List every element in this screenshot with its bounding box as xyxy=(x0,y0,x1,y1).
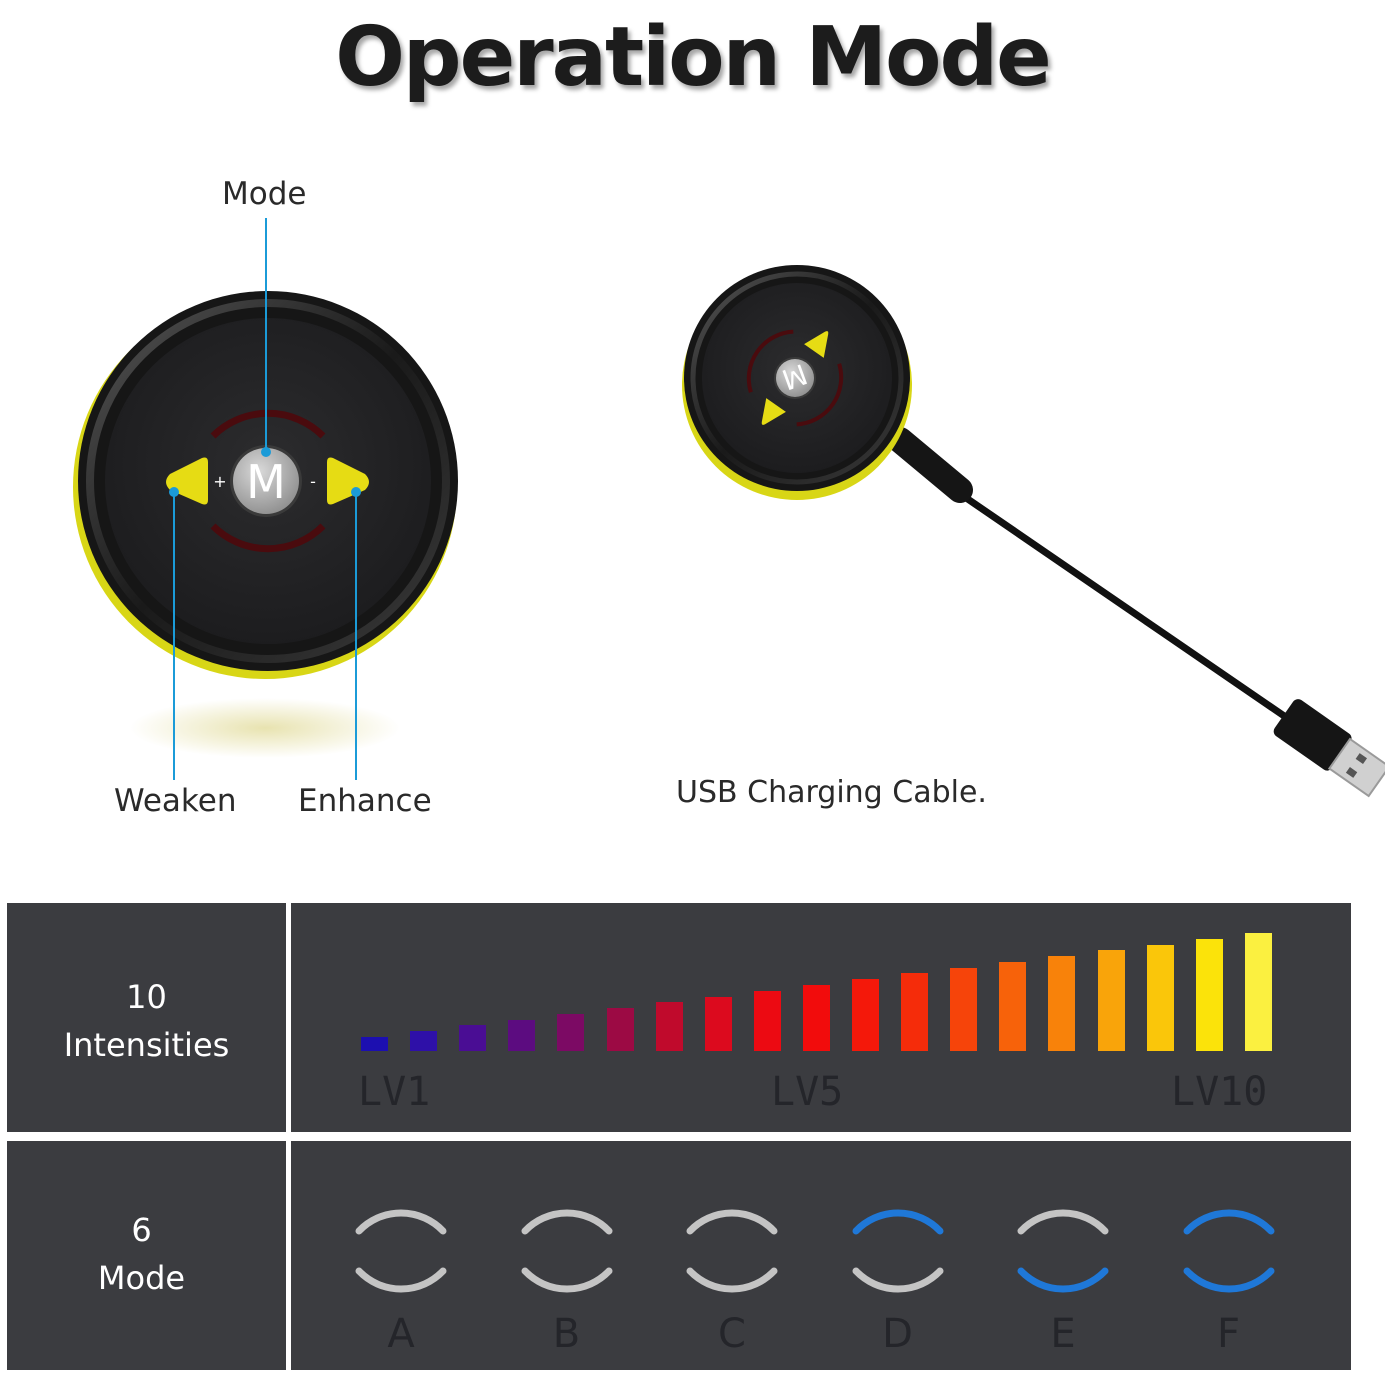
usb-plug xyxy=(1273,699,1385,798)
enhance-pointer-dot xyxy=(351,487,361,497)
mode-arc-bottom xyxy=(521,1267,612,1293)
intensity-bar xyxy=(361,1037,388,1051)
intensity-bar xyxy=(704,996,732,1051)
mode-arc-bottom xyxy=(210,523,326,553)
intensity-bar xyxy=(1048,956,1076,1051)
weaken-pointer-dot xyxy=(169,487,179,497)
weaken-label: Weaken xyxy=(114,783,237,819)
intensity-bar xyxy=(557,1013,585,1051)
mode-letter: E xyxy=(1050,1311,1076,1357)
intensity-bar xyxy=(753,990,781,1051)
mode-arc-top xyxy=(852,1209,943,1235)
modes-title: Mode xyxy=(97,1259,186,1297)
usb-cable xyxy=(936,476,1294,724)
mode-arc-bottom xyxy=(686,1267,778,1293)
minus-sign: - xyxy=(310,472,316,491)
mode-button-letter: M xyxy=(246,455,286,509)
mode-label: Mode xyxy=(222,176,307,212)
intensity-bar xyxy=(508,1019,536,1051)
intensity-bar xyxy=(1146,944,1174,1051)
modes-label-cell: 6 Mode xyxy=(7,1141,286,1370)
lv-label-5: LV5 xyxy=(771,1069,844,1115)
intensities-display-cell: LV1 LV5 LV10 xyxy=(291,903,1351,1132)
intensity-bar xyxy=(901,973,929,1051)
mode-arc-top xyxy=(686,1209,778,1235)
device-front-view: M + - xyxy=(73,218,458,780)
mode-letter: A xyxy=(387,1311,415,1357)
enhance-label: Enhance xyxy=(298,783,432,819)
intensity-bar xyxy=(999,961,1027,1051)
intensities-count: 10 xyxy=(126,978,167,1016)
intensity-bar xyxy=(950,967,978,1051)
intensity-bar xyxy=(655,1002,683,1051)
usb-cable-label: USB Charging Cable. xyxy=(676,775,987,810)
intensities-label-cell: 10 Intensities xyxy=(7,903,286,1132)
mode-letter: F xyxy=(1216,1311,1240,1357)
mode-arc-bottom xyxy=(1183,1267,1274,1293)
modes-count: 6 xyxy=(131,1211,152,1249)
mode-letter: B xyxy=(552,1311,581,1357)
mode-arc-top xyxy=(1017,1209,1109,1235)
mode-arc-top xyxy=(521,1209,612,1235)
mode-arc-top xyxy=(355,1209,447,1235)
mode-indicator-e xyxy=(1017,1209,1109,1293)
mode-indicator-c xyxy=(686,1209,778,1293)
mode-indicator-f xyxy=(1183,1209,1274,1293)
mode-pointer-dot xyxy=(261,447,271,457)
intensity-bar xyxy=(802,985,830,1051)
intensity-bar xyxy=(1097,950,1125,1051)
cable-strain-relief xyxy=(887,427,973,503)
modes-display-cell: A B C D E F xyxy=(291,1141,1351,1370)
mode-arc-bottom xyxy=(355,1267,447,1293)
lv-label-10: LV10 xyxy=(1171,1069,1268,1115)
intensity-bar xyxy=(1244,933,1272,1051)
device-shadow xyxy=(130,698,400,758)
mode-button-small xyxy=(776,359,814,397)
page-title: Operation Mode xyxy=(335,10,1052,105)
device-with-cable: M xyxy=(682,265,1385,798)
mode-letter: C xyxy=(718,1311,746,1357)
mode-indicator-d xyxy=(852,1209,943,1293)
intensity-bar xyxy=(459,1025,487,1051)
intensity-bar xyxy=(410,1031,438,1051)
mode-button[interactable] xyxy=(233,448,299,514)
device-illustration: M + - M xyxy=(73,218,1385,798)
mode-arc-top xyxy=(1183,1209,1274,1235)
intensities-title: Intensities xyxy=(63,1026,230,1064)
intensity-bar xyxy=(1195,938,1223,1051)
lv-label-1: LV1 xyxy=(358,1069,431,1115)
mode-indicator-a xyxy=(355,1209,447,1293)
mode-letter: D xyxy=(882,1311,913,1357)
intensity-bar xyxy=(606,1008,634,1051)
mode-arc-bottom xyxy=(852,1267,943,1293)
mode-arc-bottom xyxy=(1017,1267,1109,1293)
mode-indicator-b xyxy=(521,1209,612,1293)
intensity-bar xyxy=(852,979,879,1051)
mode-arc-top xyxy=(210,409,326,439)
plus-sign: + xyxy=(213,472,226,491)
